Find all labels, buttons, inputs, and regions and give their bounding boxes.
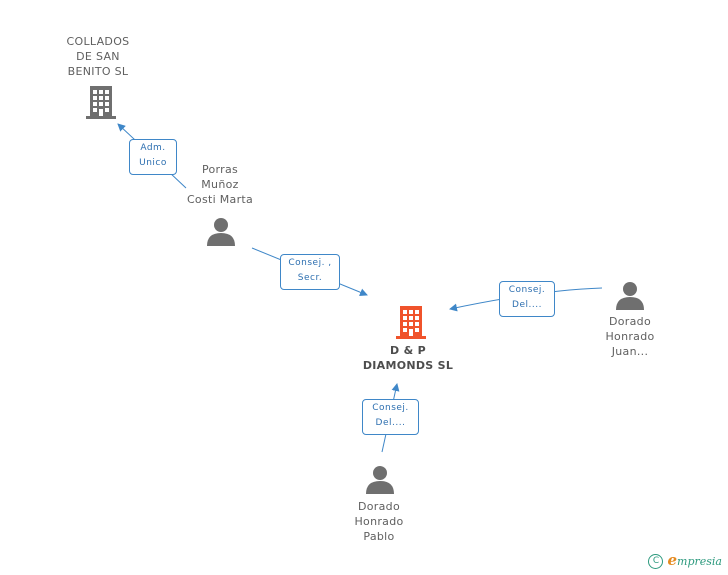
node-dp[interactable]: D & P DIAMONDS SL — [348, 343, 468, 373]
edge-label-consej-del-juan[interactable]: Consej. Del.... — [499, 281, 555, 317]
dorado-juan-label: Dorado Honrado Juan... — [605, 315, 655, 358]
node-collados[interactable]: COLLADOS DE SAN BENITO SL — [48, 34, 148, 79]
node-porras[interactable]: Porras Muñoz Costi Marta — [168, 162, 272, 207]
person-icon — [616, 282, 644, 310]
copyright-icon: C — [648, 554, 664, 569]
person-icon — [207, 218, 235, 246]
brand-initial: e — [667, 550, 678, 569]
edge-label-consej-del-pablo[interactable]: Consej. Del.... — [362, 399, 419, 435]
porras-label: Porras Muñoz Costi Marta — [186, 163, 254, 206]
main-building-icon — [396, 306, 426, 339]
node-dorado-juan[interactable]: Dorado Honrado Juan... — [586, 314, 674, 359]
brand-name: mpresia — [677, 554, 722, 568]
dorado-pablo-label: Dorado Honrado Pablo — [354, 500, 404, 543]
edge-label-consej-secr[interactable]: Consej. , Secr. — [280, 254, 340, 290]
dp-label: D & P DIAMONDS SL — [362, 344, 454, 372]
building-icon — [86, 86, 116, 119]
collados-label: COLLADOS DE SAN BENITO SL — [66, 35, 130, 78]
person-icon — [366, 466, 394, 494]
node-dorado-pablo[interactable]: Dorado Honrado Pablo — [334, 499, 424, 544]
edge-label-adm-unico[interactable]: Adm. Unico — [129, 139, 177, 175]
